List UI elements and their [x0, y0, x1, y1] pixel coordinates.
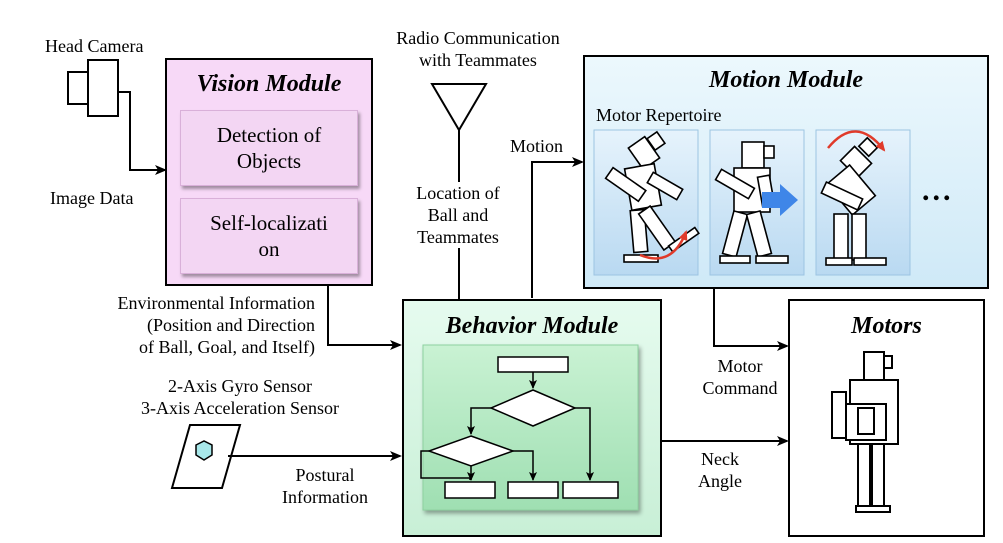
- neck-angle-label-line1: Neck: [701, 449, 739, 469]
- location-label-line1: Location of: [393, 182, 523, 204]
- location-label-line2: Ball and: [393, 204, 523, 226]
- location-label-line3: Teammates: [393, 226, 523, 248]
- image-data-label: Image Data: [50, 188, 134, 208]
- postural-info-label-line1: Postural: [295, 465, 355, 485]
- motion-to-motors-arrow: [713, 288, 789, 351]
- motion-arrow-label: Motion: [510, 136, 564, 156]
- radio-communication-label-line2: with Teammates: [419, 50, 537, 70]
- motors-title: Motors: [851, 313, 922, 339]
- forward-direction-arrow: [762, 184, 798, 216]
- sensors-label-line1: 2-Axis Gyro Sensor: [168, 376, 312, 396]
- head-camera-icon: [67, 59, 119, 117]
- radio-communication-label-line1: Radio Communication: [396, 28, 560, 48]
- behavior-module-title: Behavior Module: [445, 313, 619, 339]
- postural-info-label-line2: Information: [282, 487, 368, 507]
- head-camera-label: Head Camera: [45, 36, 144, 56]
- gyro-sensor-icon: [170, 424, 242, 489]
- motor-repertoire-label: Motor Repertoire: [596, 105, 722, 125]
- vision-module-title: Vision Module: [196, 71, 342, 97]
- neck-angle-label-line2: Angle: [698, 471, 742, 491]
- kicking-robot-icon: [604, 130, 700, 263]
- kick-motion-arrow: [639, 230, 688, 260]
- motor-command-label-line1: Motor: [717, 356, 763, 376]
- more-motions-ellipsis: ...: [922, 174, 954, 207]
- self-localization-box: Self-localization: [180, 198, 358, 274]
- motion-module-title: Motion Module: [708, 67, 864, 93]
- flowchart-icon: [420, 356, 619, 499]
- environmental-info-label-line2: (Position and Direction: [147, 315, 315, 335]
- vision-to-behavior-arrow: [327, 285, 402, 350]
- detection-of-objects-label: Detection of Objects: [216, 123, 322, 173]
- sensors-label-line2: 3-Axis Acceleration Sensor: [141, 398, 339, 418]
- motors-robot-icon: [831, 351, 899, 513]
- detection-of-objects-box: Detection of Objects: [180, 110, 358, 186]
- motor-command-label-line2: Command: [702, 378, 778, 398]
- environmental-info-label-line1: Environmental Information: [117, 293, 315, 313]
- rotation-arrow: [827, 130, 886, 152]
- self-localization-label: Self-localization: [210, 211, 328, 261]
- camera-to-vision-arrow: [118, 91, 167, 175]
- behavior-to-motion-arrow: [531, 157, 584, 298]
- environmental-info-label-line3: of Ball, Goal, and Itself): [139, 337, 315, 357]
- getting-up-robot-icon: [820, 136, 887, 266]
- walking-robot-icon: [714, 141, 789, 264]
